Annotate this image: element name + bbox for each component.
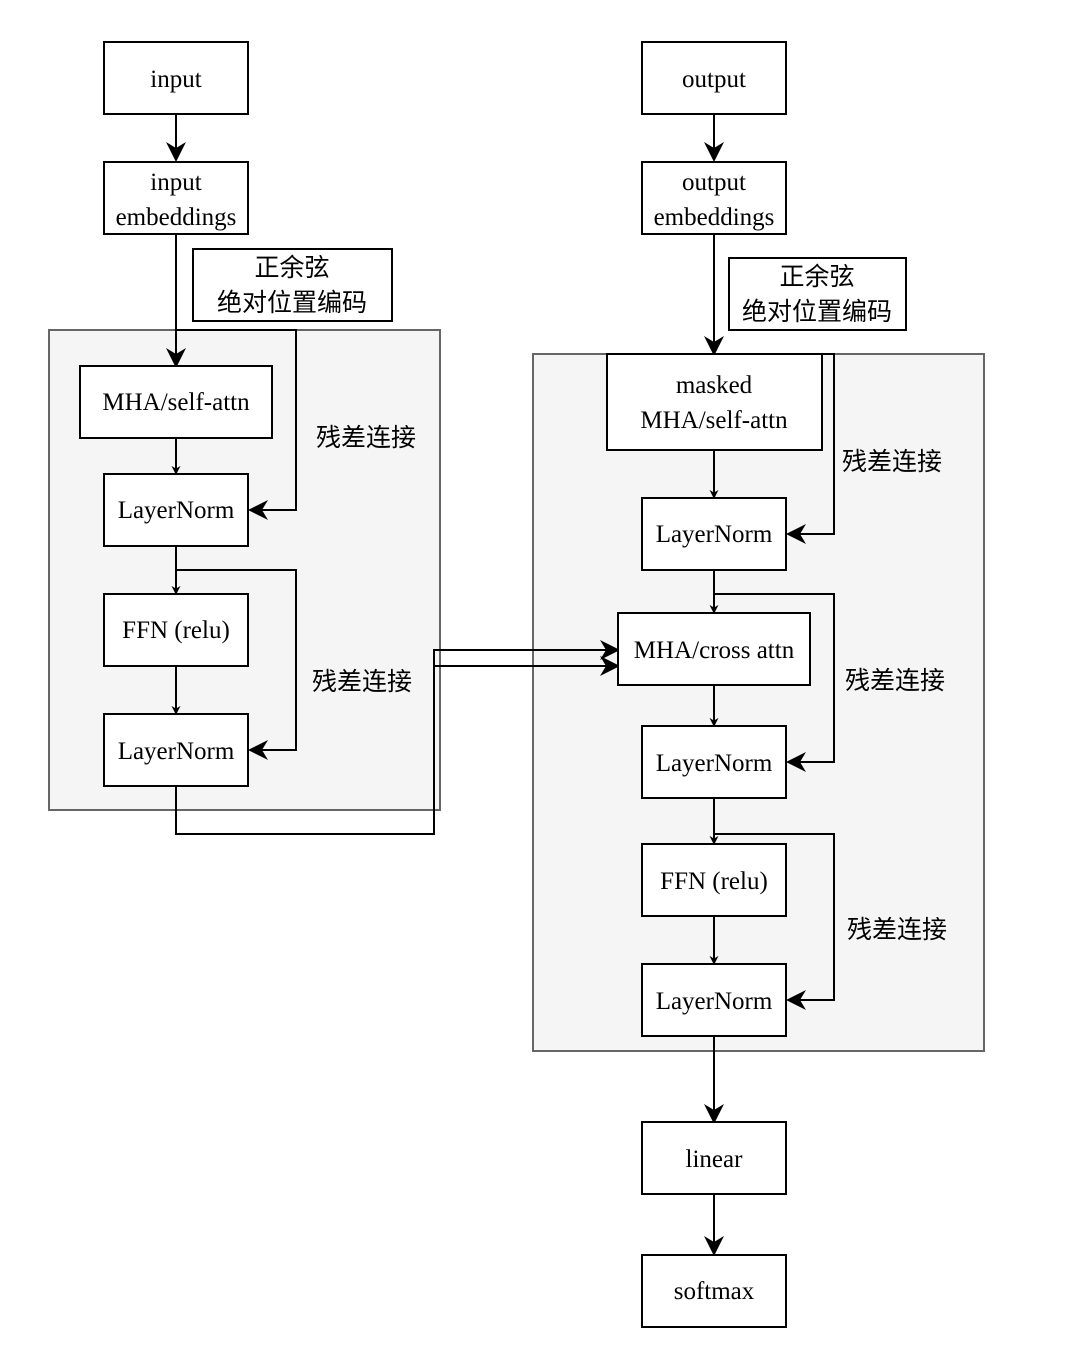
encoder-layernorm-2-label: LayerNorm	[118, 738, 235, 765]
encoder-mha-node: MHA/self-attn	[79, 365, 273, 439]
decoder-ffn-node: FFN (relu)	[641, 843, 787, 917]
decoder-layernorm-2-node: LayerNorm	[641, 725, 787, 799]
softmax-node: softmax	[641, 1254, 787, 1328]
decoder-layernorm-1-node: LayerNorm	[641, 497, 787, 571]
linear-label: linear	[686, 1146, 744, 1173]
encoder-posenc-line2: 绝对位置编码	[217, 288, 367, 317]
edge-encoder-to-cross-1	[175, 640, 620, 835]
decoder-posenc-line1: 正余弦	[779, 262, 854, 291]
decoder-residual-label-2: 残差连接	[845, 666, 945, 695]
encoder-ffn-label: FFN (relu)	[122, 617, 230, 644]
decoder-layernorm-2-label: LayerNorm	[656, 750, 773, 777]
output-embeddings-label-line2: embeddings	[654, 204, 775, 231]
encoder-layernorm-1-label: LayerNorm	[118, 497, 235, 524]
input-embeddings-label-line2: embeddings	[116, 204, 237, 231]
decoder-layernorm-3-node: LayerNorm	[641, 963, 787, 1037]
encoder-mha-label: MHA/self-attn	[102, 389, 250, 416]
decoder-masked-mha-line2: MHA/self-attn	[640, 407, 788, 434]
encoder-residual-label-2: 残差连接	[312, 667, 412, 696]
output-embeddings-label-line1: output	[682, 169, 746, 196]
input-embeddings-label-line1: input	[150, 169, 201, 196]
output-embeddings-node: output embeddings	[641, 161, 787, 235]
output-label: output	[682, 66, 746, 93]
decoder-ffn-label: FFN (relu)	[660, 868, 768, 895]
encoder-layernorm-2-node: LayerNorm	[103, 713, 249, 787]
encoder-posenc-node: 正余弦 绝对位置编码	[192, 248, 393, 322]
decoder-masked-mha-line1: masked	[676, 372, 753, 399]
decoder-cross-attn-label: MHA/cross attn	[634, 637, 795, 664]
encoder-ffn-node: FFN (relu)	[103, 593, 249, 667]
decoder-layernorm-1-label: LayerNorm	[656, 521, 773, 548]
decoder-posenc-line2: 绝对位置编码	[742, 297, 892, 326]
encoder-layernorm-1-node: LayerNorm	[103, 473, 249, 547]
decoder-cross-attn-node: MHA/cross attn	[617, 612, 811, 686]
output-node: output	[641, 41, 787, 115]
edge-residual-d2	[714, 593, 835, 772]
input-embeddings-node: input embeddings	[103, 161, 249, 235]
input-label: input	[150, 66, 201, 93]
decoder-masked-mha-node: masked MHA/self-attn	[606, 353, 823, 451]
encoder-posenc-line1: 正余弦	[254, 253, 329, 282]
linear-node: linear	[641, 1121, 787, 1195]
edge-residual-2	[176, 569, 297, 760]
edge-residual-d1	[786, 353, 835, 544]
decoder-posenc-node: 正余弦 绝对位置编码	[728, 257, 907, 331]
softmax-label: softmax	[674, 1278, 755, 1305]
decoder-layernorm-3-label: LayerNorm	[656, 988, 773, 1015]
decoder-block	[532, 353, 985, 1052]
edge-residual-d3	[714, 833, 835, 1010]
edge-residual-1	[176, 329, 297, 520]
input-node: input	[103, 41, 249, 115]
decoder-residual-label-3: 残差连接	[847, 915, 947, 944]
encoder-residual-label-1: 残差连接	[316, 423, 416, 452]
decoder-residual-label-1: 残差连接	[842, 447, 942, 476]
